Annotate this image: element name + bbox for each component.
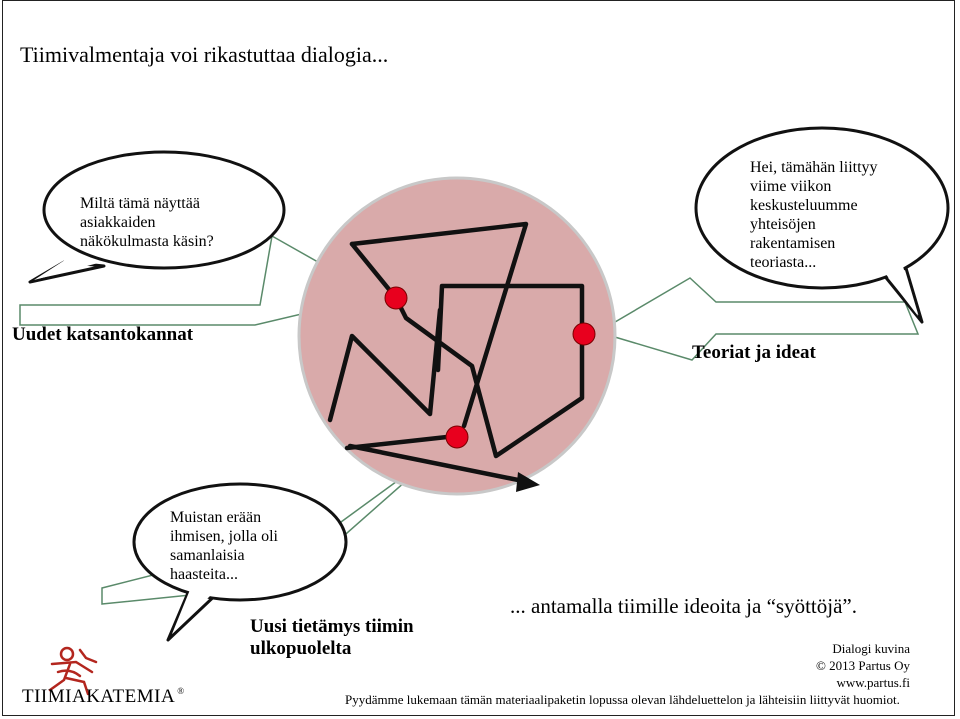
red-dot-top: [384, 286, 408, 310]
speech-bubble-customer: [28, 150, 286, 284]
path-arrow-line: [347, 443, 531, 485]
label-outside-knowledge: Uusi tietämys tiimin ulkopuolelta: [250, 616, 414, 659]
bubble-text-similar: Muistan erään ihmisen, jolla oli samanla…: [170, 509, 278, 583]
copyright-line-2: © 2013 Partus Oy: [815, 658, 910, 673]
bubble-text-customer: Miltä tämä näyttää asiakkaiden näkökulma…: [80, 195, 214, 250]
speech-bubble-similar: [132, 482, 348, 642]
logo-registered-mark: ®: [177, 686, 185, 696]
dialogue-circle: [297, 176, 617, 496]
path-arrowhead: [516, 472, 540, 492]
copyright-line-3: www.partus.fi: [836, 675, 910, 690]
copyright-line-1: Dialogi kuvina: [832, 641, 910, 656]
arrow-to-theories: [596, 277, 920, 361]
logo-text: TIIMIAKATEMIA: [22, 686, 176, 707]
tagline: ... antamalla tiimille ideoita ja “syött…: [510, 594, 857, 618]
path-line-3: [327, 307, 443, 423]
tiimiakatemia-logo-mark: [48, 646, 98, 696]
logo-wordmark: TIIMIAKATEMIA®: [22, 686, 185, 708]
slide-title: Tiimivalmentaja voi rikastuttaa dialogia…: [20, 42, 389, 67]
path-line-4: [344, 433, 459, 451]
bubble-text-theory: Hei, tämähän liittyy viime viikon keskus…: [750, 159, 878, 271]
red-dot-right: [572, 322, 596, 346]
footer-note: Pyydämme lukemaan tämän materiaalipaketi…: [345, 692, 900, 707]
red-dot-bottom: [445, 425, 469, 449]
label-theories-ideas: Teoriat ja ideat: [692, 342, 816, 363]
label-new-perspectives: Uudet katsantokannat: [12, 324, 194, 345]
speech-bubble-theory: [694, 126, 950, 324]
path-line-1: [349, 221, 529, 429]
copyright-block: Dialogi kuvina © 2013 Partus Oy www.part…: [816, 640, 910, 691]
